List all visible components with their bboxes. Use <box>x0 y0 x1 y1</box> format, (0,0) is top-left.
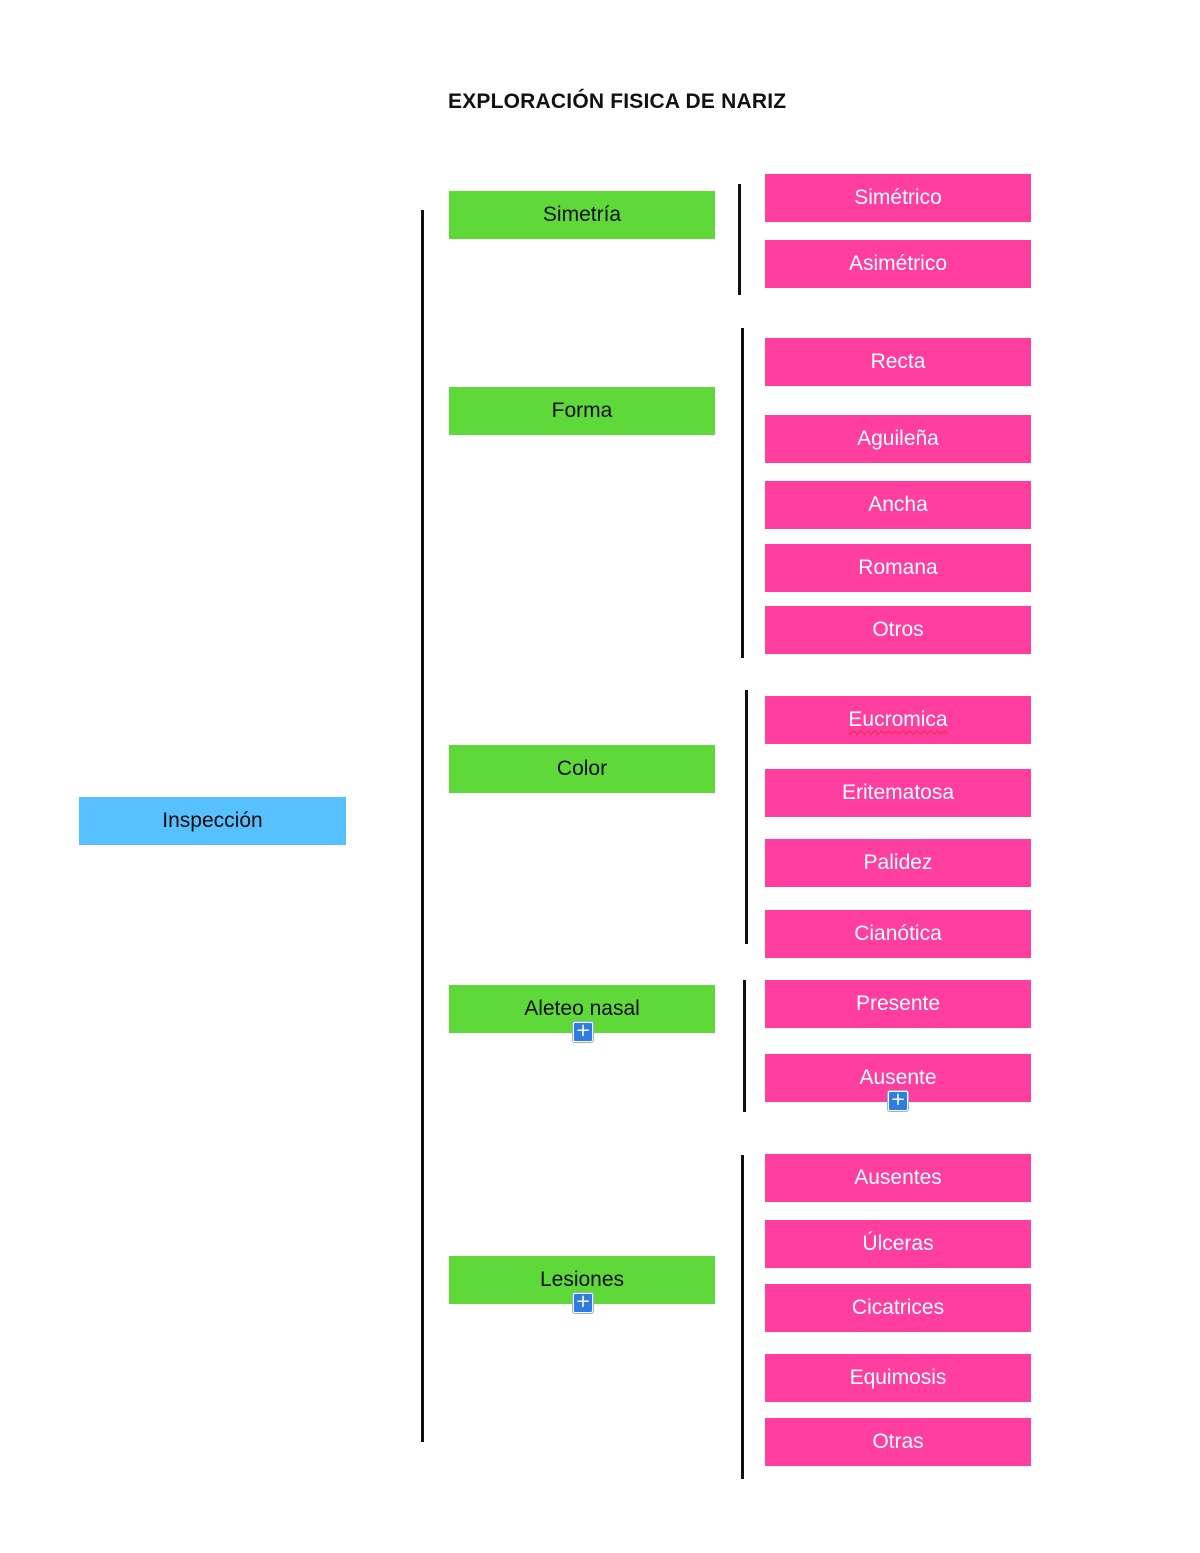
option-otras[interactable]: Otras <box>765 1418 1031 1466</box>
bracket-color <box>745 690 748 944</box>
page-title: EXPLORACIÓN FISICA DE NARIZ <box>448 90 787 113</box>
bracket-lesiones <box>741 1155 744 1479</box>
option-equimosis[interactable]: Equimosis <box>765 1354 1031 1402</box>
main-bracket-line <box>421 210 424 1442</box>
option-eucromica[interactable]: Eucromica <box>765 696 1031 744</box>
plus-icon[interactable]: + <box>573 1293 593 1313</box>
bracket-forma <box>741 328 744 658</box>
plus-icon[interactable]: + <box>888 1091 908 1111</box>
option-recta[interactable]: Recta <box>765 338 1031 386</box>
option-ancha[interactable]: Ancha <box>765 481 1031 529</box>
option-otros[interactable]: Otros <box>765 606 1031 654</box>
option-palidez[interactable]: Palidez <box>765 839 1031 887</box>
option-ulceras[interactable]: Úlceras <box>765 1220 1031 1268</box>
option-asimetrico[interactable]: Asimétrico <box>765 240 1031 288</box>
option-romana[interactable]: Romana <box>765 544 1031 592</box>
option-simetrico[interactable]: Simétrico <box>765 174 1031 222</box>
category-simetria[interactable]: Simetría <box>449 191 715 239</box>
option-presente[interactable]: Presente <box>765 980 1031 1028</box>
option-eritematosa[interactable]: Eritematosa <box>765 769 1031 817</box>
option-cicatrices[interactable]: Cicatrices <box>765 1284 1031 1332</box>
bracket-aleteo-nasal <box>743 980 746 1112</box>
option-aguilena[interactable]: Aguileña <box>765 415 1031 463</box>
category-forma[interactable]: Forma <box>449 387 715 435</box>
option-eucromica-label: Eucromica <box>848 708 948 731</box>
option-cianotica[interactable]: Cianótica <box>765 910 1031 958</box>
plus-icon[interactable]: + <box>573 1022 593 1042</box>
category-color[interactable]: Color <box>449 745 715 793</box>
root-node-inspeccion[interactable]: Inspección <box>79 797 346 845</box>
option-ausentes[interactable]: Ausentes <box>765 1154 1031 1202</box>
bracket-simetria <box>738 184 741 295</box>
